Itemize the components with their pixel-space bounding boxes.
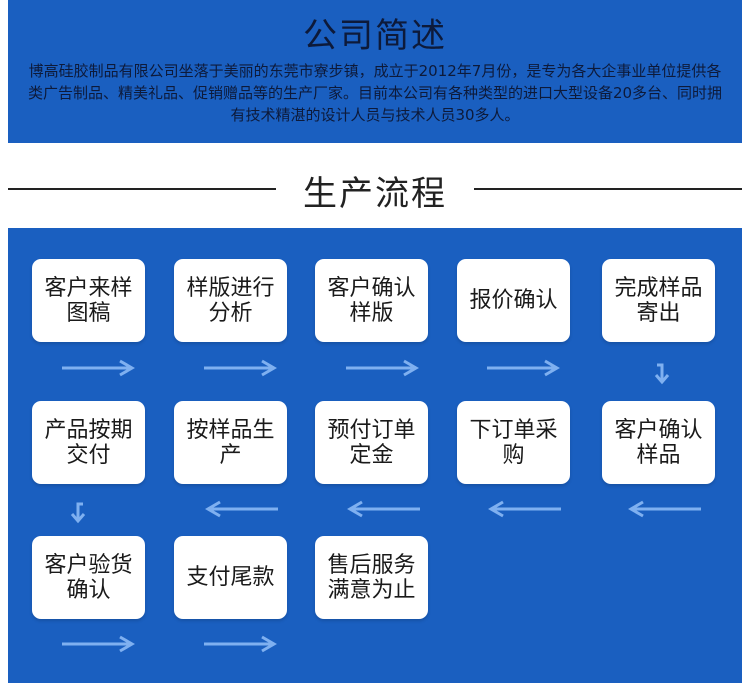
step-9-label: 按样品生产 xyxy=(186,417,275,468)
arrow-left-icon xyxy=(202,500,280,518)
heading-rule-left xyxy=(8,188,276,190)
step-5: 完成样品寄出 xyxy=(602,259,715,342)
step-5-label: 完成样品寄出 xyxy=(614,275,703,326)
process-flow-panel: 客户来样图稿 样版进行分析 客户确认样版 报价确认 完成样品寄出 产品按期交付 … xyxy=(8,228,742,683)
arrow-right-icon xyxy=(60,635,138,653)
step-1-label: 客户来样图稿 xyxy=(44,275,133,326)
company-intro-panel: 公司简述 博高硅胶制品有限公司坐落于美丽的东莞市寮步镇，成立于2012年7月份，… xyxy=(8,0,742,143)
arrow-left-icon xyxy=(485,500,563,518)
step-10: 产品按期交付 xyxy=(32,401,145,484)
heading-rule-right xyxy=(474,188,742,190)
step-13: 售后服务满意为止 xyxy=(315,536,428,619)
arrow-right-icon xyxy=(485,359,563,377)
process-title: 生产流程 xyxy=(303,174,447,214)
step-4: 报价确认 xyxy=(457,259,570,342)
step-6-label: 客户确认样品 xyxy=(614,417,703,468)
step-3-label: 客户确认样版 xyxy=(327,275,416,326)
step-7-label: 下订单采购 xyxy=(469,417,558,468)
step-11: 客户验货确认 xyxy=(32,536,145,619)
step-9: 按样品生产 xyxy=(174,401,287,484)
arrow-right-icon xyxy=(60,359,138,377)
step-12: 支付尾款 xyxy=(174,536,287,619)
intro-body: 博高硅胶制品有限公司坐落于美丽的东莞市寮步镇，成立于2012年7月份，是专为各大… xyxy=(27,62,723,124)
step-12-label: 支付尾款 xyxy=(186,565,275,590)
step-8-label: 预付订单定金 xyxy=(327,417,416,468)
step-10-label: 产品按期交付 xyxy=(44,417,133,468)
arrow-right-icon xyxy=(202,359,280,377)
step-1: 客户来样图稿 xyxy=(32,259,145,342)
arrow-down-icon xyxy=(652,363,670,385)
arrow-right-icon xyxy=(344,359,422,377)
step-3: 客户确认样版 xyxy=(315,259,428,342)
step-8: 预付订单定金 xyxy=(315,401,428,484)
step-13-label: 售后服务满意为止 xyxy=(327,552,416,603)
step-7: 下订单采购 xyxy=(457,401,570,484)
step-11-label: 客户验货确认 xyxy=(44,552,133,603)
arrow-left-icon xyxy=(625,500,703,518)
step-2-label: 样版进行分析 xyxy=(186,275,275,326)
step-2: 样版进行分析 xyxy=(174,259,287,342)
arrow-left-icon xyxy=(344,500,422,518)
step-6: 客户确认样品 xyxy=(602,401,715,484)
process-heading: 生产流程 xyxy=(0,166,750,214)
step-4-label: 报价确认 xyxy=(469,288,558,313)
arrow-right-icon xyxy=(202,635,280,653)
arrow-down-icon xyxy=(70,502,88,524)
intro-title: 公司简述 xyxy=(303,16,447,56)
